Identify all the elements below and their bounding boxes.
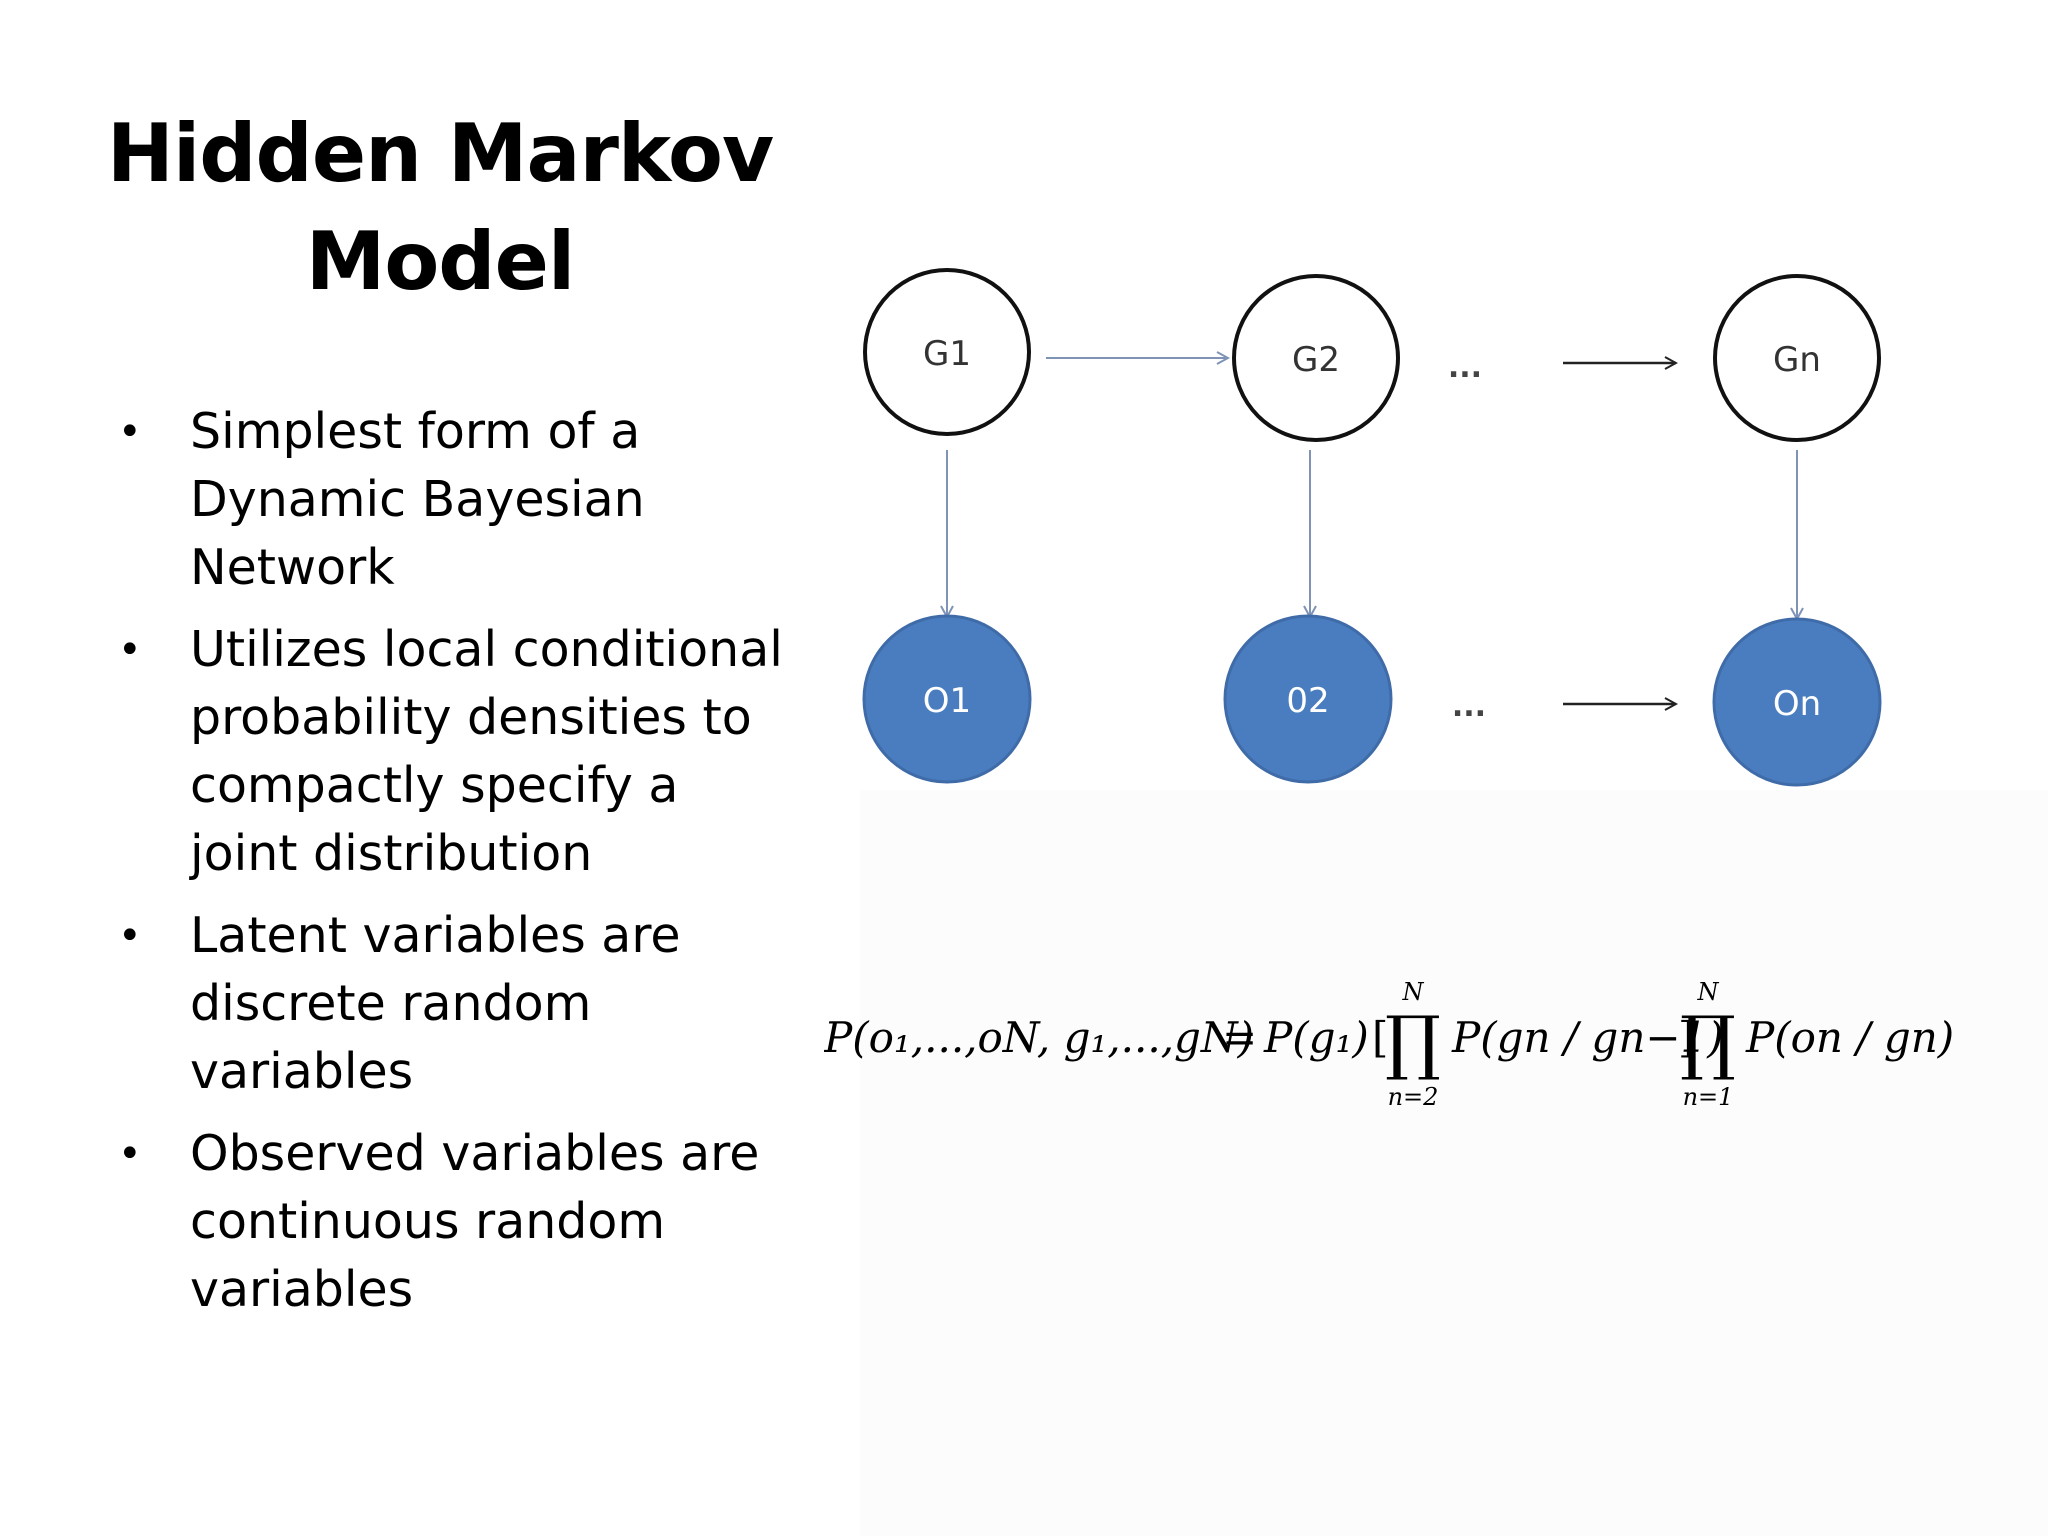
ellipsis-observed: ...: [1452, 689, 1486, 724]
bullet-dot: •: [118, 913, 142, 959]
title-line-2: Model: [305, 215, 576, 308]
bullet-line: probability densities to: [190, 689, 752, 746]
bullet-line: continuous random: [190, 1193, 666, 1250]
bullet-line: compactly specify a: [190, 757, 679, 814]
bullet-list: • Simplest form of a Dynamic Bayesian Ne…: [118, 398, 808, 1338]
product-2-symbol: ∏: [1680, 1001, 1736, 1083]
formula-lhs: P(o₁,...,oN, g₁,...,gN): [824, 1013, 1254, 1062]
product-1-lower: n=2: [1388, 1083, 1439, 1111]
hidden-node-g2: [1232, 274, 1400, 442]
hidden-node-label: G1: [923, 334, 971, 374]
formula-p-g1: P(g₁): [1263, 1013, 1369, 1062]
bullet-line: discrete random: [190, 975, 592, 1032]
product-1-symbol: ∏: [1385, 1001, 1441, 1083]
observed-node-o1: [862, 614, 1032, 784]
bullet-item: • Latent variables are discrete random v…: [118, 902, 808, 1106]
joint-probability-formula: P(o₁,...,oN, g₁,...,gN) = P(g₁) [ N ∏ n=…: [824, 980, 1954, 1111]
bullet-line: variables: [190, 1261, 414, 1318]
formula-bracket-open: [: [1372, 1013, 1388, 1062]
bullet-line: Simplest form of a: [190, 403, 641, 460]
bullet-line: Network: [190, 539, 395, 596]
observed-node-on: [1712, 617, 1882, 787]
hidden-node-g1: [863, 268, 1031, 436]
bullet-item: • Simplest form of a Dynamic Bayesian Ne…: [118, 398, 808, 602]
observed-node-o2: [1223, 614, 1393, 784]
bullet-line: Dynamic Bayesian: [190, 471, 645, 528]
bullet-line: joint distribution: [190, 825, 593, 882]
hidden-node-label: Gn: [1773, 340, 1821, 380]
bullet-line: Observed variables are: [190, 1125, 760, 1182]
observed-node-label: O1: [923, 681, 971, 721]
formula-bracket-close: ]: [1678, 1013, 1694, 1062]
hidden-node-gn: [1713, 274, 1881, 442]
observed-node-label: 02: [1286, 681, 1329, 721]
ellipsis-hidden: ...: [1448, 350, 1482, 385]
slide-title: Hidden Markov Model: [90, 100, 790, 316]
bullet-dot: •: [118, 627, 142, 673]
formula-equals: =: [1222, 1013, 1257, 1062]
hidden-node-label: G2: [1292, 340, 1340, 380]
bullet-line: variables: [190, 1043, 414, 1100]
bullet-line: Latent variables are: [190, 907, 681, 964]
bullet-item: • Utilizes local conditional probability…: [118, 616, 808, 888]
formula-term-1: P(gn / gn−1): [1451, 1013, 1724, 1062]
bullet-dot: •: [118, 1131, 142, 1177]
product-1-upper: N: [1402, 980, 1425, 1006]
title-line-1: Hidden Markov: [106, 107, 774, 200]
bullet-dot: •: [118, 409, 142, 455]
product-2-upper: N: [1697, 980, 1720, 1006]
bullet-item: • Observed variables are continuous rand…: [118, 1120, 808, 1324]
diagram-background: [860, 790, 2048, 1536]
bullet-line: Utilizes local conditional: [190, 621, 783, 678]
formula-term-2: P(on / gn): [1745, 1013, 1954, 1062]
product-2-lower: n=1: [1683, 1083, 1734, 1111]
observed-node-label: On: [1773, 684, 1821, 724]
